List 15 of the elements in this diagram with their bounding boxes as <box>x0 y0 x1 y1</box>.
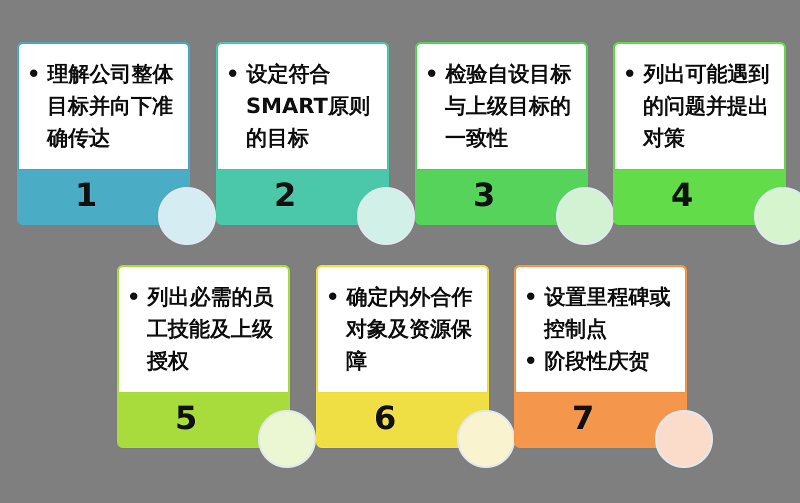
step-number: 1 <box>75 175 98 215</box>
bullet-text: • 阶段性庆贺 <box>524 348 651 375</box>
step-number: 7 <box>572 398 594 438</box>
step-number: 5 <box>175 398 198 438</box>
step-number: 4 <box>671 175 694 215</box>
bullet-text: • 检验自设目标与上级目标的一致性 <box>425 61 573 152</box>
step-number: 3 <box>473 175 496 215</box>
bullet-text: • 列出可能遇到的问题并提出对策 <box>623 61 771 152</box>
bullet-text: • 设置里程碑或控制点 <box>524 284 672 343</box>
bullet-text: • 确定内外合作对象及资源保障 <box>326 284 474 375</box>
bullet-text: • 设定符合SMART原则的目标 <box>226 61 371 152</box>
step-number: 6 <box>374 398 396 438</box>
bullet-text: • 列出必需的员工技能及上级授权 <box>127 284 275 375</box>
bullet-text: • 理解公司整体目标并向下准确传达 <box>27 61 175 152</box>
step-number: 2 <box>274 175 296 215</box>
